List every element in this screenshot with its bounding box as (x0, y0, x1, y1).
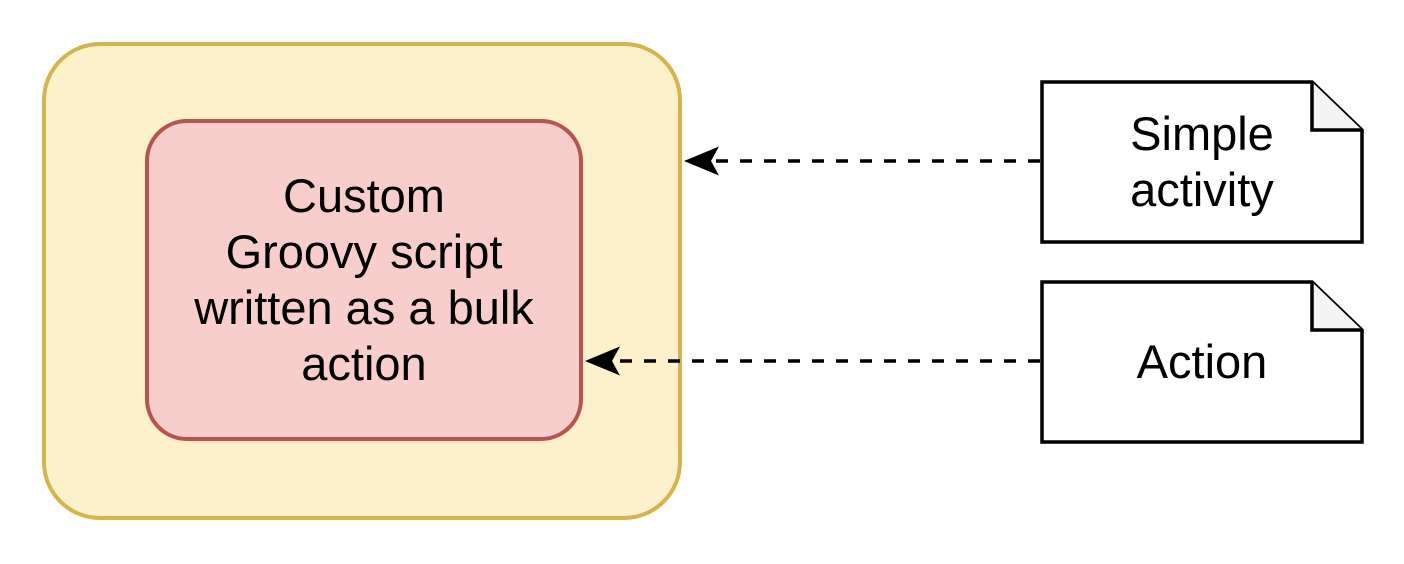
arrowhead-icon (684, 146, 719, 176)
note-fold-fill (1312, 282, 1362, 330)
note-fold-fill (1312, 82, 1362, 130)
edge-simple-activity-to-container (684, 146, 1040, 176)
edge-action-to-groovy-script (585, 346, 1040, 376)
note-action-shape (1040, 280, 1364, 444)
note-simple-activity-shape (1040, 80, 1364, 244)
note-fold-icon (1310, 82, 1362, 132)
note-outline (1040, 280, 1364, 444)
note-fold-icon (1310, 282, 1362, 332)
groovy-script-box (145, 119, 583, 441)
arrowhead-icon (585, 346, 620, 376)
note-outline (1040, 80, 1364, 244)
